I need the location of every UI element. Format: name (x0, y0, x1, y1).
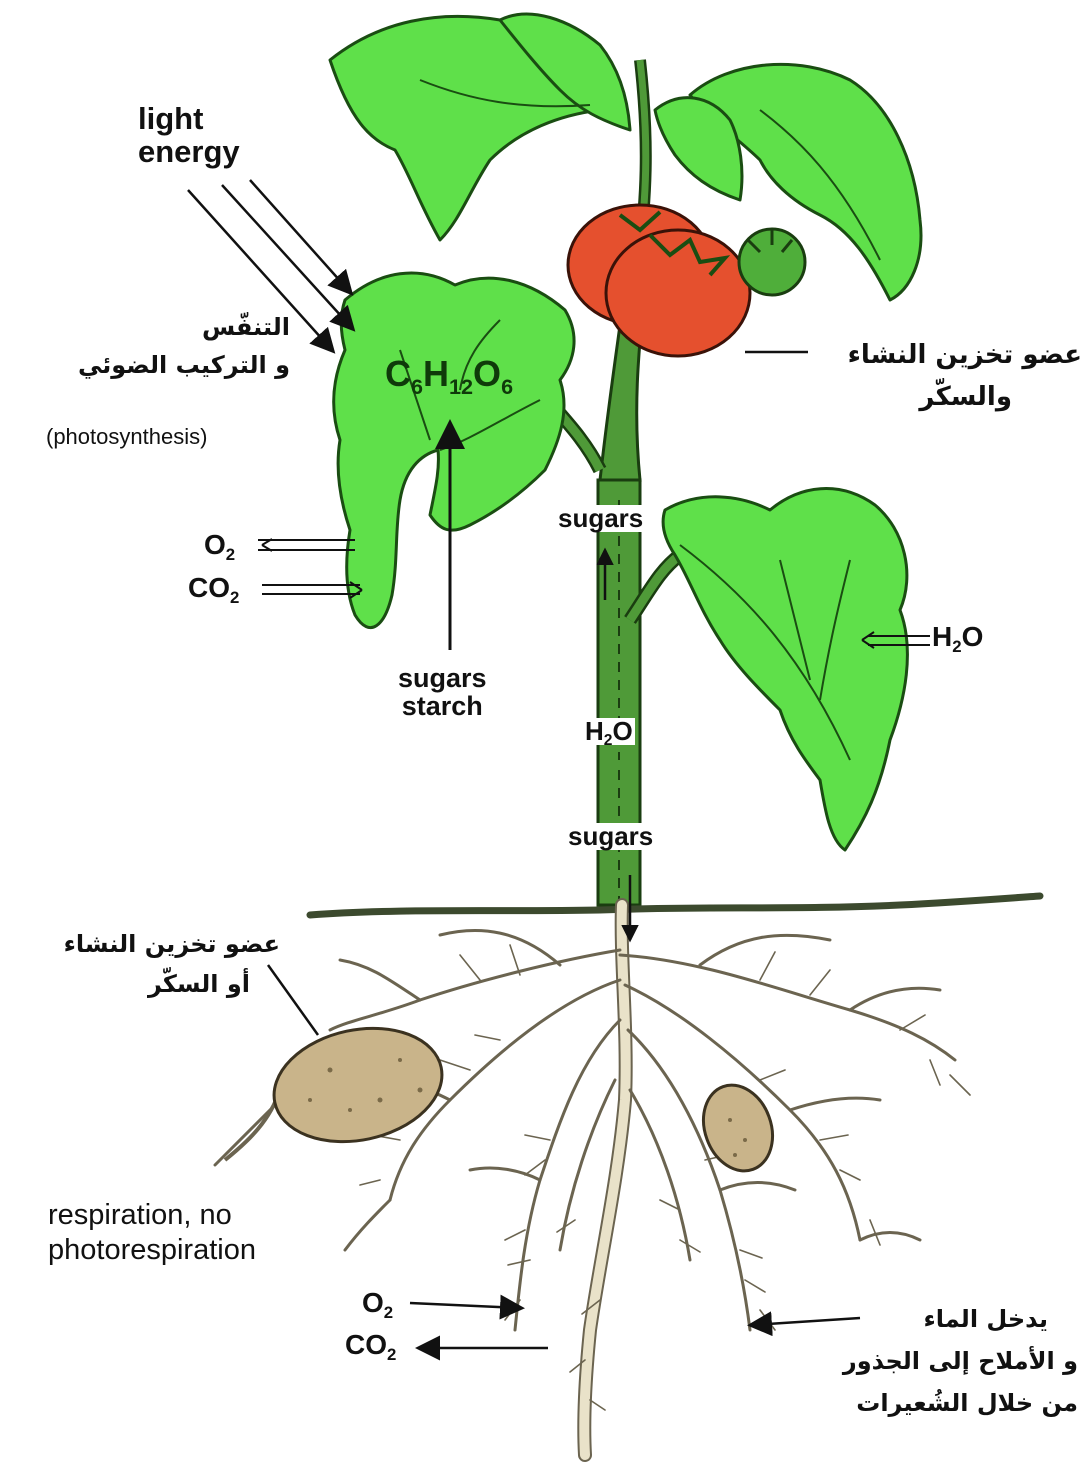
formula-c: C (385, 353, 411, 394)
co2-leaf-base: CO (188, 572, 230, 603)
light-energy-line-1: light (138, 103, 240, 136)
stem (548, 60, 680, 905)
arabic-respiration-line-2: و التركيب الضوئي (40, 346, 290, 384)
formula-o-sub: 6 (501, 374, 513, 399)
photosynthesis-label: (photosynthesis) (46, 425, 207, 448)
light-energy-label: light energy (138, 103, 240, 168)
sugars-starch-label: sugars starch (398, 664, 487, 721)
h2o-leaf-sub: 2 (952, 637, 961, 656)
arabic-respiration-line-1: التنفّس (40, 308, 290, 346)
right-leaf (663, 489, 907, 850)
arabic-root-water-line-1: يدخل الماء (800, 1298, 1078, 1340)
formula-o: O (473, 353, 501, 394)
tomato-fruit (568, 205, 750, 356)
sugars-starch-line-2: starch (398, 692, 487, 720)
arabic-tuber-storage-line-1: عضو تخزين النشاء (10, 925, 280, 965)
left-leaf (334, 273, 574, 628)
co2-root-sub: 2 (387, 1345, 396, 1364)
co2-leaf-label: CO2 (188, 573, 239, 602)
sugars-stem-upper-label: sugars (556, 505, 645, 532)
o2-leaf-base: O (204, 529, 226, 560)
soil-line (310, 896, 1040, 915)
o2-leaf-arrow (258, 540, 355, 550)
formula-h-sub: 12 (449, 374, 473, 399)
h2o-leaf-end: O (962, 621, 984, 652)
light-arrow-2 (222, 185, 352, 328)
arabic-fruit-storage-line-2: والسكّر (820, 377, 1082, 419)
h2o-leaf-label: H2O (932, 622, 983, 651)
h2o-leaf-base: H (932, 621, 952, 652)
green-fruit (739, 228, 805, 295)
arabic-tuber-storage-label: عضو تخزين النشاء أو السكّر (10, 925, 280, 1004)
formula-h: H (423, 353, 449, 394)
formula-c-sub: 6 (411, 374, 423, 399)
o2-root-arrow (410, 1303, 520, 1308)
light-energy-line-2: energy (138, 136, 240, 169)
arabic-root-water-label: يدخل الماء و الأملاح إلى الجذور من خلال … (800, 1298, 1078, 1424)
sugars-starch-line-1: sugars (398, 664, 487, 692)
o2-leaf-label: O2 (204, 530, 235, 559)
o2-root-sub: 2 (384, 1303, 393, 1322)
co2-leaf-sub: 2 (230, 588, 239, 607)
o2-root-base: O (362, 1287, 384, 1318)
respiration-line-1: respiration, no (48, 1198, 256, 1233)
glucose-formula: C6H12O6 (385, 355, 513, 393)
respiration-line-2: photorespiration (48, 1233, 256, 1268)
co2-root-base: CO (345, 1329, 387, 1360)
h2o-stem-sub: 2 (604, 732, 613, 749)
h2o-stem-end: O (612, 716, 632, 746)
co2-leaf-arrow (262, 585, 360, 594)
h2o-stem-base: H (585, 716, 604, 746)
h2o-stem-label: H2O (583, 718, 635, 745)
arabic-fruit-storage-line-1: عضو تخزين النشاء (820, 335, 1082, 377)
arabic-respiration-label: التنفّس و التركيب الضوئي (40, 308, 290, 385)
o2-leaf-sub: 2 (226, 545, 235, 564)
arabic-root-water-line-3: من خلال الشُعيرات (800, 1382, 1078, 1424)
sugars-stem-lower-label: sugars (566, 823, 655, 850)
arabic-root-water-line-2: و الأملاح إلى الجذور (800, 1340, 1078, 1382)
co2-root-label: CO2 (345, 1330, 396, 1359)
arabic-fruit-storage-label: عضو تخزين النشاء والسكّر (820, 335, 1082, 418)
respiration-label: respiration, no photorespiration (48, 1198, 256, 1269)
arabic-tuber-storage-line-2: أو السكّر (10, 965, 280, 1005)
o2-root-label: O2 (362, 1288, 393, 1317)
